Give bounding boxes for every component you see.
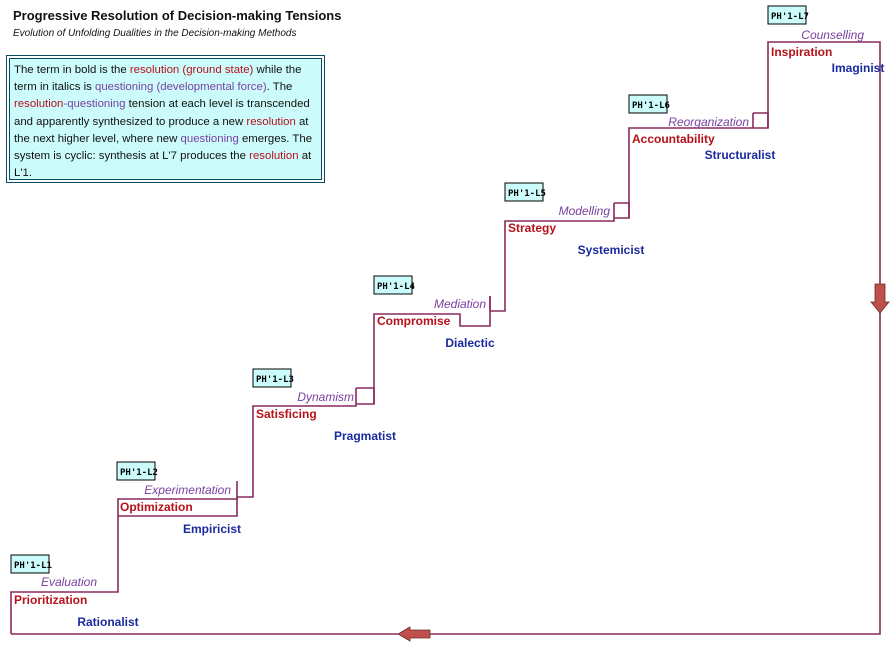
legend-resolution: resolution	[246, 115, 296, 128]
resolution-label: Prioritization	[14, 593, 87, 607]
legend-text: at the next higher level, where new	[14, 115, 309, 145]
method-label: Systemicist	[578, 243, 645, 257]
method-label: Empiricist	[183, 522, 241, 536]
level-1: PH'1-L1EvaluationPrioritizationRationali…	[10, 554, 139, 629]
legend-resolution: resolution (ground state)	[129, 64, 254, 76]
legend-resolution: resolution	[249, 150, 299, 163]
resolution-label: Satisficing	[256, 407, 317, 421]
resolution-label: Compromise	[377, 314, 451, 328]
level-tag-box	[373, 275, 413, 295]
staircase-path	[10, 41, 881, 635]
questioning-label: Reorganization	[668, 115, 749, 129]
method-label: Pragmatist	[334, 429, 396, 443]
legend-text: while the term in italics is	[14, 64, 302, 94]
level-tag-box	[10, 554, 50, 574]
resolution-label: Accountability	[632, 132, 715, 146]
level-2: PH'1-L2ExperimentationOptimizationEmpiri…	[116, 461, 241, 536]
legend-text: -	[63, 98, 68, 111]
level-tag-box	[628, 94, 668, 114]
level-tag: PH'1-L4	[377, 282, 416, 292]
arrow-down-icon	[870, 283, 890, 314]
legend-questioning: questioning	[67, 98, 126, 111]
resolution-label: Optimization	[120, 500, 193, 514]
questioning-label: Evaluation	[41, 575, 97, 589]
legend-questioning: questioning (developmental force)	[95, 81, 267, 94]
diagram-subtitle: Evolution of Unfolding Dualities in the …	[13, 28, 297, 39]
legend-box: The term in bold is the resolution (grou…	[9, 58, 322, 180]
resolution-label: Strategy	[508, 221, 556, 235]
diagram-title: Progressive Resolution of Decision-makin…	[13, 8, 342, 23]
method-label: Structuralist	[705, 148, 776, 162]
legend-text: The term in bold is the	[14, 64, 130, 76]
level-tag: PH'1-L3	[256, 375, 294, 385]
level-tag: PH'1-L7	[771, 12, 809, 22]
legend-text: . The	[266, 81, 293, 94]
resolution-label: Inspiration	[771, 45, 832, 59]
staircase-guide	[11, 26, 880, 634]
level-tag: PH'1-L5	[508, 189, 546, 199]
legend-questioning: questioning	[180, 132, 239, 145]
level-tag: PH'1-L1	[14, 561, 52, 571]
questioning-label: Mediation	[434, 297, 486, 311]
method-label: Dialectic	[445, 336, 495, 350]
legend-resolution: resolution	[14, 98, 64, 111]
questioning-label: Dynamism	[297, 390, 354, 404]
step-connector	[118, 112, 769, 517]
level-6: PH'1-L6ReorganizationAccountabilityStruc…	[628, 94, 776, 162]
level-tag: PH'1-L6	[632, 101, 670, 111]
questioning-label: Experimentation	[144, 483, 231, 497]
level-tag-box	[504, 182, 544, 202]
legend-text: emerges. The system is cyclic: synthesis…	[14, 132, 313, 163]
method-label: Rationalist	[77, 615, 138, 629]
questioning-label: Modelling	[559, 204, 611, 218]
questioning-label: Counselling	[801, 28, 864, 42]
arrow-left-icon	[397, 626, 431, 642]
level-tag-box	[252, 368, 292, 388]
level-tag-box	[767, 5, 807, 25]
legend-text: tension at each level is transcended and…	[14, 98, 310, 128]
level-tag-box	[116, 461, 156, 481]
level-tag: PH'1-L2	[120, 468, 158, 478]
method-label: Imaginist	[832, 61, 885, 75]
legend-text: at L'1.	[14, 150, 312, 180]
